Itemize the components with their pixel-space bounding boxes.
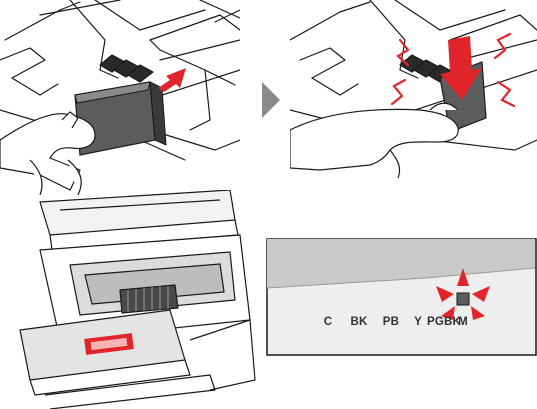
step-press-down-illustration xyxy=(290,0,537,195)
printer-open-cover-illustration xyxy=(0,190,300,409)
hand-outline xyxy=(290,103,458,178)
ink-label-y: Y xyxy=(414,316,422,328)
ink-label-c: C xyxy=(324,316,333,328)
ink-label-pgbk: PGBK xyxy=(427,316,461,328)
ink-lamp-zoom-callout: C BK PB Y PGBK M xyxy=(266,238,537,356)
step-insert-ink-tank-illustration xyxy=(0,0,240,195)
ink-label-pb: PB xyxy=(383,316,399,328)
ink-slot-label-row: C BK PB Y PGBK M xyxy=(266,238,537,356)
ink-label-bk: BK xyxy=(350,316,367,328)
next-step-arrow-icon xyxy=(258,80,284,120)
ink-label-m: M xyxy=(458,316,468,328)
